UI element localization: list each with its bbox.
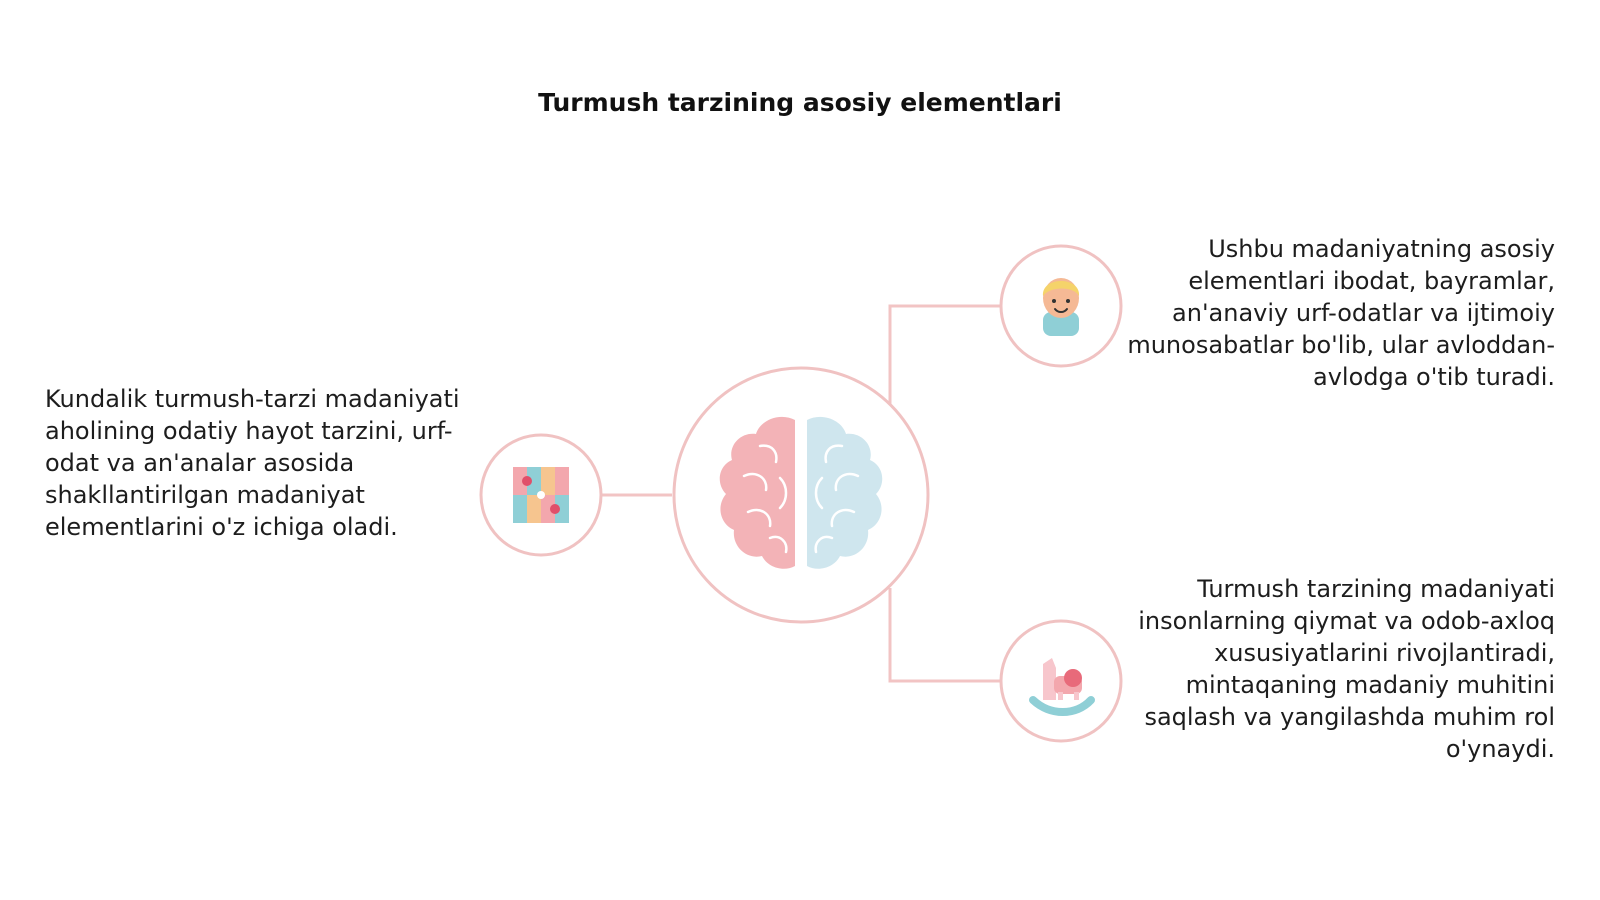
bottom-right-description: Turmush tarzining madaniyati insonlarnin… xyxy=(1138,575,1555,763)
puzzle-icon xyxy=(513,467,569,523)
page-title: Turmush tarzining asosiy elementlari xyxy=(538,88,1062,117)
left-description: Kundalik turmush-tarzi madaniyati aholin… xyxy=(45,385,460,541)
top-right-description: Ushbu madaniyatning asosiy elementlari i… xyxy=(1127,235,1555,391)
center-circle xyxy=(672,366,930,624)
connector-top-right xyxy=(888,304,1000,405)
rocking-horse-icon xyxy=(1029,658,1095,716)
connector-bottom-right xyxy=(888,588,1000,683)
person-icon xyxy=(1042,278,1080,336)
brain-icon xyxy=(719,416,883,569)
